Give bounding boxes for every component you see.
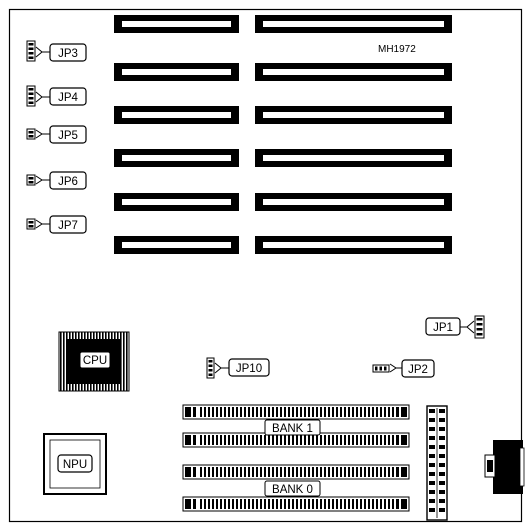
bank-1-label-box: BANK 1: [264, 419, 321, 436]
jumper-label-jp1: JP1: [433, 322, 453, 334]
simm-slot: [182, 464, 410, 480]
expansion-slot: [255, 63, 452, 81]
simm-slot: [182, 404, 410, 420]
jumper-label-jp10: JP10: [236, 363, 262, 375]
expansion-slot: [114, 149, 239, 167]
jumper-jp10: JP10: [206, 357, 270, 379]
simm-slots: [182, 404, 410, 512]
keyboard-connector: [484, 440, 525, 494]
jumper-jp4: JP4: [26, 85, 87, 107]
npu-label: NPU: [63, 459, 87, 471]
jumper-label-jp6: JP6: [58, 176, 78, 188]
jumper-jp6: JP6: [26, 171, 87, 190]
jumper-label-jp7: JP7: [58, 220, 78, 232]
jumper-label-jp5: JP5: [58, 130, 78, 142]
expansion-slot: [255, 236, 452, 254]
jumper-jp3: JP3: [26, 40, 87, 62]
simm-slot: [182, 496, 410, 512]
expansion-slot: [114, 193, 239, 211]
jumper-label-jp2: JP2: [408, 364, 428, 376]
expansion-slot: [114, 63, 239, 81]
expansion-slot: [114, 15, 239, 33]
expansion-slot: [114, 236, 239, 254]
expansion-slot: [255, 106, 452, 124]
cpu-chip: CPU: [58, 331, 130, 392]
power-connector: [426, 405, 448, 521]
expansion-slot: [255, 149, 452, 167]
jumper-jp7: JP7: [26, 215, 87, 234]
simm-slot: [182, 432, 410, 448]
expansion-slot: [255, 15, 452, 33]
npu-socket: NPU: [43, 433, 107, 495]
expansion-slots: [114, 15, 452, 254]
bank-0-label: BANK 0: [272, 484, 313, 496]
bank-1-label: BANK 1: [272, 423, 313, 435]
jumper-jp5: JP5: [26, 125, 87, 144]
cpu-label: CPU: [83, 355, 107, 367]
expansion-slot: [114, 106, 239, 124]
jumper-jp1: JP1: [425, 315, 485, 339]
jumper-label-jp3: JP3: [58, 48, 78, 60]
bank-0-label-box: BANK 0: [264, 480, 321, 497]
expansion-slot: [255, 193, 452, 211]
model-code: MH1972: [378, 44, 416, 55]
jumper-jp2: JP2: [372, 359, 435, 378]
jumper-label-jp4: JP4: [58, 92, 78, 104]
